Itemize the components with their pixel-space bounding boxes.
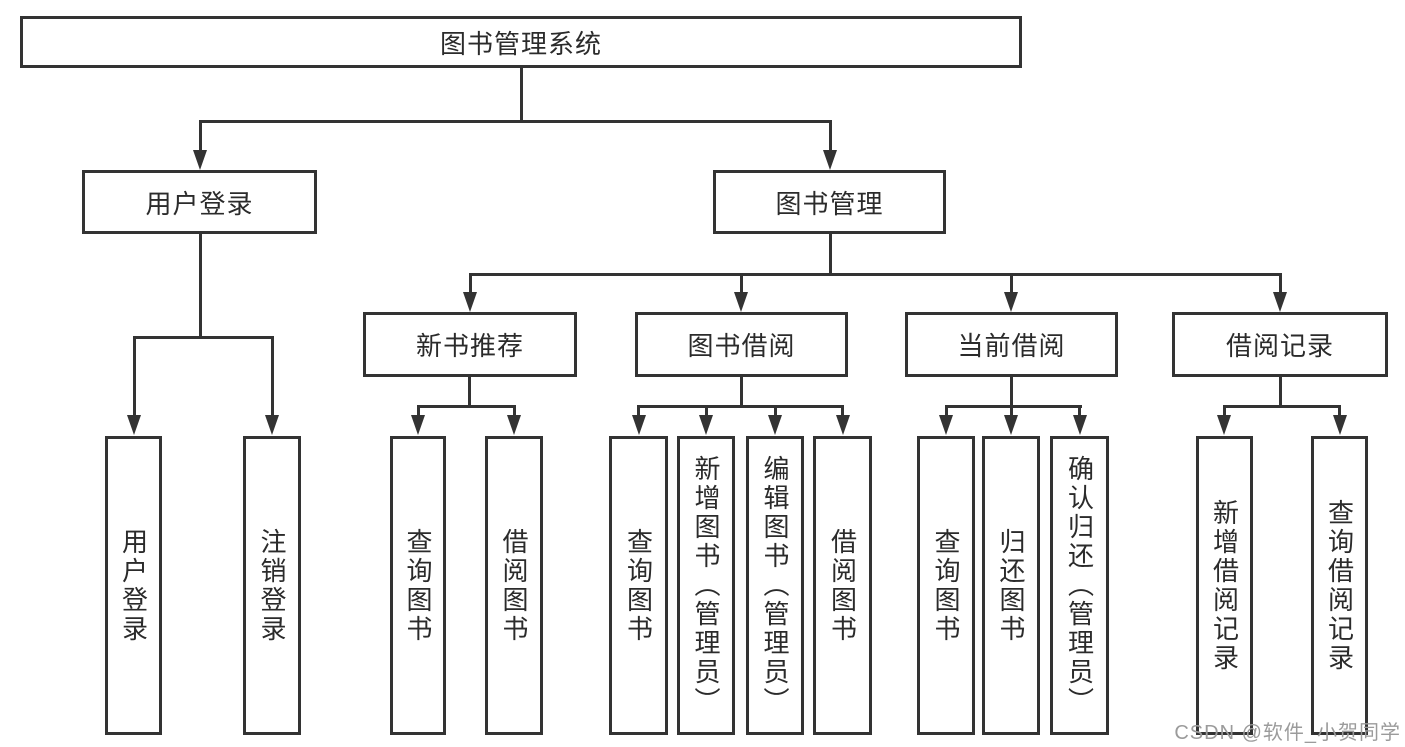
- arrow-down-icon: [463, 292, 477, 312]
- connector-line: [1009, 407, 1013, 417]
- leaf-logout-label: 注销登录: [257, 527, 287, 644]
- node-root-label: 图书管理系统: [439, 28, 602, 59]
- connector-line: [773, 407, 777, 417]
- leaf-borrow-books: 借阅图书: [813, 436, 872, 735]
- connector-line: [468, 275, 472, 293]
- leaf-user-login: 用户登录: [105, 436, 162, 735]
- arrow-down-icon: [265, 415, 279, 435]
- connector-line: [739, 275, 743, 293]
- connector-line: [1009, 275, 1013, 293]
- arrow-down-icon: [823, 150, 837, 170]
- node-user-login-label: 用户登录: [145, 188, 254, 219]
- node-borrowing-records-label: 借阅记录: [1225, 331, 1334, 361]
- arrow-down-icon: [507, 415, 521, 435]
- node-book-borrowing-label: 图书借阅: [687, 331, 796, 361]
- connector-line: [1010, 377, 1013, 406]
- connector-line: [637, 407, 640, 417]
- connector-line: [512, 407, 516, 417]
- leaf-logout: 注销登录: [243, 436, 301, 735]
- arrow-down-icon: [1273, 292, 1287, 312]
- arrow-down-icon: [1004, 292, 1018, 312]
- connector-line: [637, 405, 844, 408]
- leaf-query-books-borrowing-label: 查询图书: [623, 527, 654, 644]
- arrow-down-icon: [1073, 415, 1087, 435]
- arrow-down-icon: [1333, 415, 1347, 435]
- arrow-down-icon: [734, 292, 748, 312]
- connector-line: [841, 407, 844, 417]
- connector-line: [468, 377, 471, 406]
- arrow-down-icon: [411, 415, 425, 435]
- node-new-book-recommend-label: 新书推荐: [415, 331, 524, 361]
- connector-line: [270, 338, 274, 417]
- connector-line: [1222, 407, 1226, 417]
- node-root: 图书管理系统: [20, 16, 1022, 68]
- leaf-user-login-label: 用户登录: [118, 527, 149, 644]
- connector-line: [740, 377, 743, 406]
- arrow-down-icon: [768, 415, 782, 435]
- arrow-down-icon: [1004, 415, 1018, 435]
- connector-line: [1278, 377, 1282, 406]
- leaf-query-borrow-record-label: 查询借阅记录: [1324, 498, 1355, 673]
- connector-line: [198, 122, 202, 152]
- node-book-management: 图书管理: [713, 170, 946, 234]
- leaf-query-books-current-label: 查询图书: [931, 527, 961, 644]
- node-book-management-label: 图书管理: [775, 188, 884, 219]
- connector-line: [1338, 407, 1341, 417]
- leaf-confirm-return-admin: 确认归还（管理员）: [1050, 436, 1109, 735]
- connector-line: [1222, 405, 1341, 408]
- arrow-down-icon: [127, 415, 141, 435]
- connector-line: [944, 405, 1082, 408]
- connector-line: [1078, 407, 1081, 417]
- connector-line: [416, 407, 420, 417]
- leaf-return-books-label: 归还图书: [996, 527, 1026, 644]
- arrow-down-icon: [193, 150, 207, 170]
- connector-line: [1278, 275, 1282, 293]
- connector-line: [704, 407, 708, 417]
- connector-line: [828, 122, 832, 152]
- leaf-borrow-books-label: 借阅图书: [827, 527, 858, 644]
- leaf-add-books-admin-label: 新增图书（管理员）: [691, 455, 721, 716]
- arrow-down-icon: [939, 415, 953, 435]
- leaf-query-books-recommend-label: 查询图书: [403, 527, 433, 644]
- leaf-query-books-borrowing: 查询图书: [609, 436, 668, 735]
- connector-line: [828, 234, 832, 273]
- connector-line: [416, 405, 516, 408]
- node-borrowing-records: 借阅记录: [1172, 312, 1388, 377]
- leaf-add-borrow-record: 新增借阅记录: [1196, 436, 1253, 735]
- connector-line: [132, 338, 136, 417]
- node-current-borrowing: 当前借阅: [905, 312, 1118, 377]
- connector-line: [519, 68, 523, 120]
- leaf-borrow-books-recommend-label: 借阅图书: [499, 527, 529, 644]
- connector-line: [944, 407, 948, 417]
- connector-line: [198, 120, 832, 123]
- leaf-query-borrow-record: 查询借阅记录: [1311, 436, 1368, 735]
- connector-line: [198, 234, 202, 336]
- node-new-book-recommend: 新书推荐: [363, 312, 577, 377]
- leaf-borrow-books-recommend: 借阅图书: [485, 436, 543, 735]
- leaf-confirm-return-admin-label: 确认归还（管理员）: [1064, 455, 1095, 716]
- arrow-down-icon: [836, 415, 850, 435]
- leaf-return-books: 归还图书: [982, 436, 1040, 735]
- leaf-add-borrow-record-label: 新增借阅记录: [1209, 498, 1240, 673]
- leaf-query-books-recommend: 查询图书: [390, 436, 446, 735]
- connector-line: [468, 273, 1282, 276]
- leaf-edit-books-admin-label: 编辑图书（管理员）: [760, 455, 790, 716]
- leaf-query-books-current: 查询图书: [917, 436, 975, 735]
- connector-line: [132, 336, 274, 339]
- leaf-edit-books-admin: 编辑图书（管理员）: [746, 436, 804, 735]
- node-book-borrowing: 图书借阅: [635, 312, 848, 377]
- arrow-down-icon: [699, 415, 713, 435]
- watermark: CSDN @软件_小贺同学: [1174, 722, 1401, 744]
- node-current-borrowing-label: 当前借阅: [957, 331, 1066, 361]
- node-user-login: 用户登录: [82, 170, 317, 234]
- arrow-down-icon: [632, 415, 646, 435]
- arrow-down-icon: [1217, 415, 1231, 435]
- leaf-add-books-admin: 新增图书（管理员）: [677, 436, 735, 735]
